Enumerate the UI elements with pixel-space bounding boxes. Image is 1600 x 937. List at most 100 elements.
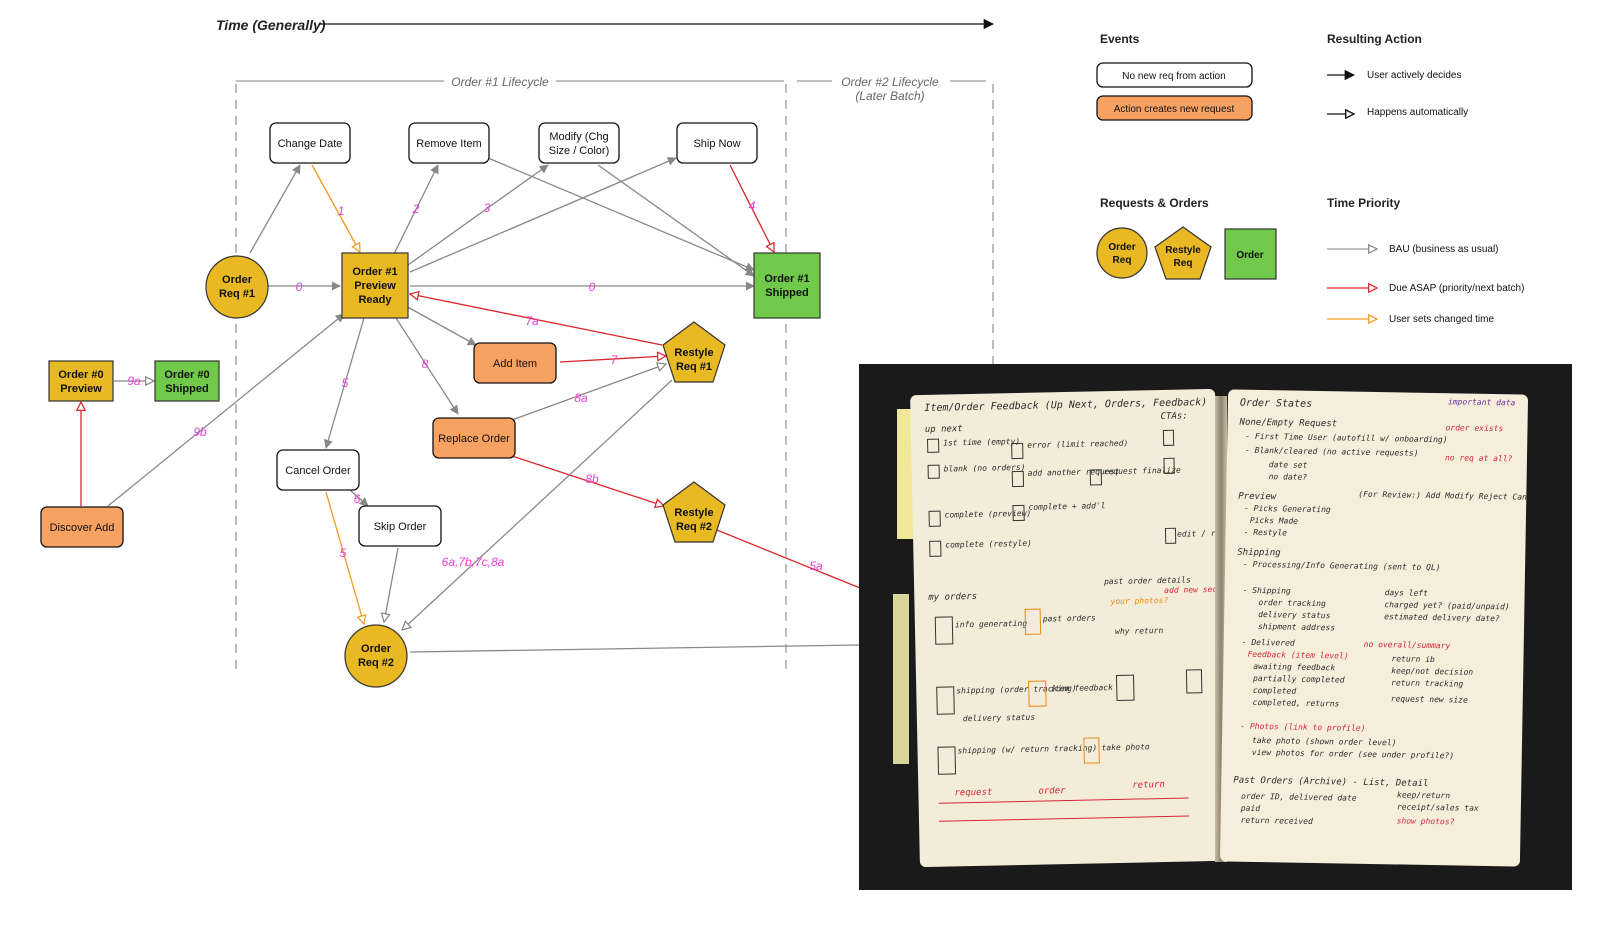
edge-cancelorder-skiporder (349, 489, 369, 507)
edge-additem-restyle1 (559, 356, 666, 363)
node-order-req-1-label-2: Req #1 (219, 288, 255, 300)
note-blank-cleared: - Blank/cleared (no active requests) (1245, 445, 1419, 458)
node-restyle-req-2: Restyle Req #2 (662, 481, 726, 543)
node-skip-order-label: Skip Order (374, 521, 427, 533)
note-order-tracking: order tracking (1258, 597, 1326, 609)
node-cancel-order: Cancel Order (276, 449, 360, 491)
legend-no-new-req: No new req from action (1122, 71, 1225, 82)
note-view-photos: view photos for order (see under profile… (1251, 747, 1455, 761)
edge-label-2: 2 (412, 202, 420, 216)
legend-resulting-title: Resulting Action (1327, 32, 1422, 46)
note-my-orders: my orders (928, 591, 978, 603)
edge-preview-replaceorder (395, 317, 459, 415)
node-order-req-1-label-1: Order (222, 274, 253, 286)
note-return-tracking: return tracking (1390, 678, 1464, 689)
note-none-empty: None/Empty Request (1239, 417, 1338, 430)
node-order-req-2-label-1: Order (361, 643, 392, 655)
note-timeline-order: order (1038, 786, 1066, 797)
edge-label-7: 7 (611, 353, 619, 367)
node-order1-preview-label-3: Ready (358, 294, 392, 306)
node-order0-shipped-label-1: Order #0 (164, 369, 209, 381)
legend-event-orange-swatch (1096, 95, 1253, 121)
note-return-received: return received (1240, 815, 1313, 826)
edge-label-5b: 5 (340, 546, 347, 560)
node-order1-preview-label-1: Order #1 (352, 266, 397, 278)
node-order-req-2-label-2: Req #2 (358, 657, 394, 669)
node-order1-shipped: Order #1 Shipped (753, 252, 821, 319)
node-order0-shipped-label-2: Shipped (165, 383, 208, 395)
node-order0-preview: Order #0 Preview (48, 360, 114, 402)
note-partially: partially completed (1253, 673, 1345, 685)
node-order-req-1: Order Req #1 (205, 255, 269, 319)
edge-preview-additem (403, 304, 477, 346)
legend-requests-title: Requests & Orders (1100, 196, 1209, 210)
note-delivered: - Delivered (1241, 637, 1295, 648)
edge-replaceorder-restyle2 (499, 451, 664, 506)
node-discover-add-label: Discover Add (50, 522, 115, 534)
note-order-exists: order exists (1445, 423, 1504, 434)
edge-label-6a: 6a,7b,7c,8a (442, 555, 505, 569)
note-timeline-return: return (1132, 779, 1165, 791)
note-estimated-delivery: estimated delivery date? (1384, 612, 1500, 624)
note-shipping: Shipping (1237, 547, 1281, 559)
edge-label-5: 5 (342, 376, 349, 390)
legend-bau: BAU (business as usual) (1389, 244, 1499, 255)
note-no-at-all: no req at all? (1444, 453, 1513, 464)
note-past-order-details: past order details (1103, 575, 1191, 587)
node-order1-preview-label-2: Preview (354, 280, 396, 292)
node-modify-label-2: Size / Color) (549, 145, 610, 157)
note-delivery-status2: delivery status (1258, 609, 1331, 621)
note-picks-made: Picks Made (1249, 515, 1299, 526)
note-shipment-address: shipment address (1257, 621, 1336, 633)
edge-changedate-preview (311, 164, 360, 252)
edge-modify-shipped (597, 164, 755, 277)
edge-label-0b: 0 (589, 280, 596, 294)
note-picks-generating: - Picks Generating (1243, 503, 1331, 515)
legend-event-white-swatch (1096, 62, 1253, 88)
node-replace-order: Replace Order (432, 417, 516, 459)
edge-label-0a: 0 (296, 280, 303, 294)
node-restyle-req-2-label-2: Req #2 (676, 521, 712, 533)
legend-order-req-swatch (1096, 227, 1148, 279)
note-up-next: up next (924, 424, 963, 435)
node-discover-add: Discover Add (40, 506, 124, 548)
node-order1-shipped-label-2: Shipped (765, 287, 808, 299)
legend-priority-title: Time Priority (1327, 196, 1400, 210)
legend-order-req-label-1: Order (1108, 242, 1135, 253)
legend-order-req-label-2: Req (1113, 255, 1132, 266)
legend-restyle-req-swatch (1154, 226, 1212, 280)
edge-req2-order2 (409, 644, 861, 653)
order1-lifecycle-frame (235, 80, 787, 670)
order1-lifecycle-label: Order #1 Lifecycle (451, 75, 549, 89)
edge-discover-preview (107, 313, 345, 507)
note-info-generating: info generating (954, 618, 1028, 630)
notebook-photo: Item/Order Feedback (Up Next, Orders, Fe… (859, 364, 1572, 890)
node-ship-now: Ship Now (676, 122, 758, 164)
node-replace-order-label: Replace Order (438, 433, 510, 445)
node-restyle-req-1: Restyle Req #1 (662, 321, 726, 383)
notebook-left-page: Item/Order Feedback (Up Next, Orders, Fe… (910, 388, 1225, 868)
note-timeline-request: request (954, 787, 993, 799)
legend-happens-auto: Happens automatically (1367, 107, 1468, 118)
node-remove-item-label: Remove Item (416, 138, 481, 150)
note-past-orders: past orders (1042, 613, 1096, 624)
note-error: error (limit reached) (1027, 438, 1129, 450)
legend-user-decides: User actively decides (1367, 70, 1461, 81)
edge-replaceorder-restyle1 (511, 364, 666, 421)
edge-label-4: 4 (749, 199, 756, 213)
node-change-date-label: Change Date (278, 138, 343, 150)
legend-restyle-req-label-2: Req (1174, 258, 1193, 269)
node-remove-item: Remove Item (408, 122, 490, 164)
legend-events-title: Events (1100, 32, 1140, 46)
note-feedback: Feedback (item level) (1247, 649, 1349, 661)
edge-restyle1-req2 (402, 379, 673, 630)
note-take-photo2: take photo (shown order level) (1251, 735, 1397, 748)
note-completed: completed (1252, 685, 1297, 696)
note-complete-add: complete + add'l (1028, 501, 1106, 512)
note-keep-not: keep/not decision (1391, 666, 1474, 677)
edge-shipnow-shipped (729, 164, 774, 252)
notebook-right-page: Order States important data None/Empty R… (1219, 389, 1529, 867)
node-modify-label-1: Modify (Chg (549, 131, 608, 143)
note-for-review: (For Review:) Add Modify Reject Cancel (1358, 489, 1529, 502)
